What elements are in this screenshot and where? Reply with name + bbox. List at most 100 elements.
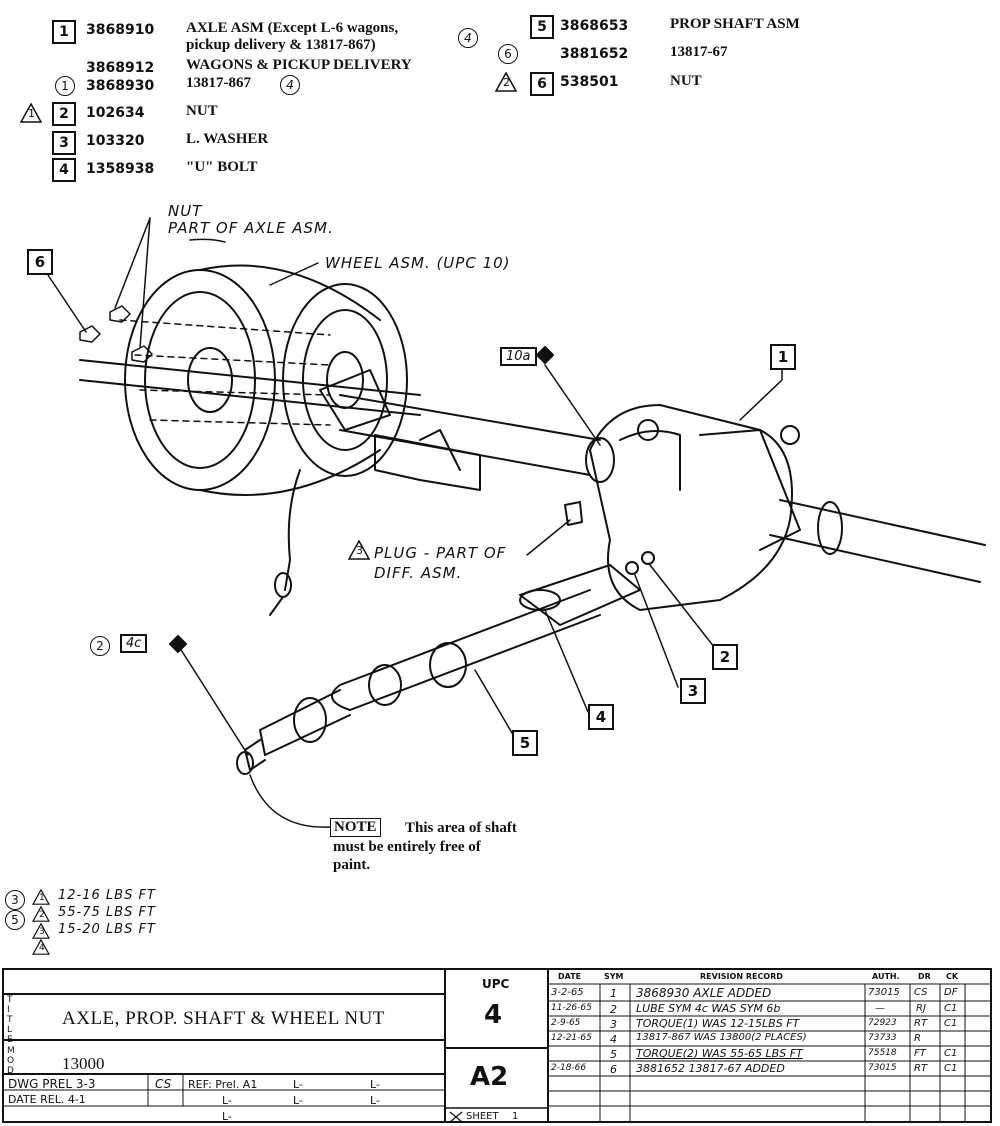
part-number: 1358938 [86,161,155,177]
brake-drum [282,283,408,477]
rev-dr: RJ [916,1003,926,1014]
part-number: 538501 [560,74,619,90]
sheet-code: A2 [470,1062,509,1092]
rev-auth: — [875,1003,885,1014]
part-number: 3868653 [560,18,629,34]
item-circle: 5 [5,910,25,930]
rev-date: 2-18-66 [551,1063,587,1073]
triangle-icon [20,103,42,123]
axle-tube-far [769,499,986,583]
item-circle: 3 [5,890,25,910]
item-circle: 2 [90,636,110,656]
rev-header-auth: AUTH. [872,972,900,981]
rev-ck: C1 [944,1063,958,1074]
axle-tube [79,359,421,416]
triangle-number: 1 [39,893,45,903]
wheel-drum-back [124,269,276,491]
slip-yoke [259,689,351,756]
rev-sym: 1 [610,987,617,1000]
item-number-box: 5 [530,15,554,39]
part-description: 13817-67 [670,44,728,60]
rev-dr: RT [914,1018,928,1029]
l-mark: L- [370,1078,380,1091]
plug-label: PLUG - PART OF [374,544,507,562]
rev-record: 13817-867 WAS 13800(2 PLACES) [636,1032,807,1043]
drawing-title: AXLE, PROP. SHAFT & WHEEL NUT [62,1008,385,1029]
triangle-icon [32,939,50,955]
rev-sym: 3 [610,1018,617,1031]
item-circle: 6 [498,44,518,64]
rev-auth: 73733 [868,1033,897,1043]
upc-number: 4 [484,1000,503,1030]
callout-3: 3 [680,678,706,704]
rev-sym: 4 [610,1033,617,1046]
nut-label: NUT [168,202,203,220]
rev-date: 12-21-65 [551,1033,592,1043]
triangle-icon [32,889,50,905]
note-line-1: This area of shaft [405,820,517,836]
wheel-nut [79,305,153,363]
l-mark: L- [222,1094,232,1107]
rev-auth: 75518 [868,1048,897,1058]
dwg-prel: DWG PREL 3-3 [8,1077,96,1091]
rev-auth: 73015 [868,987,900,998]
rev-dr: CS [914,987,928,998]
nut-part-label: PART OF AXLE ASM. [168,219,334,237]
triangle-number: 2 [39,910,45,920]
l-mark: L- [293,1078,303,1091]
torque-value: 55-75 LBS FT [58,905,156,920]
rev-sym: 5 [610,1048,617,1061]
note-label: NOTE [330,818,381,837]
dwg-initials: CS [155,1077,172,1091]
part-number: 3868912 [86,60,155,76]
rev-header-sym: SYM [604,972,624,981]
prop-shaft [339,589,601,711]
l-mark: L- [222,1110,232,1123]
rev-dr: R [914,1033,921,1044]
spring-seat [374,434,481,491]
triangle-number: 4 [39,943,45,953]
triangle-number: 3 [39,927,45,937]
wheel-label: WHEEL ASM. (UPC 10) [325,254,511,272]
item-circle: 1 [55,76,75,96]
reference-circle: 4 [280,75,300,95]
rev-sym: 6 [610,1063,617,1076]
triangle-icon [32,923,50,939]
part-description: PROP SHAFT ASM [670,16,800,32]
rev-header-ck: CK [946,972,959,981]
l-mark: L- [370,1094,380,1107]
rev-auth: 73015 [868,1063,897,1073]
rev-record: 3881652 13817-67 ADDED [636,1062,785,1075]
axle-diagram [47,217,986,828]
rev-date: 2-9-65 [551,1018,581,1028]
note-line-3: paint. [333,857,371,873]
note-line-2: must be entirely free of [333,839,481,855]
rev-ck: C1 [944,1048,958,1059]
rev-record: LUBE SYM 4c WAS SYM 6b [636,1002,781,1015]
lube-tag-10a: 10a [500,347,537,366]
mod-number: 13000 [62,1054,105,1073]
pinion-yoke [519,564,641,626]
rev-ck: C1 [944,1018,958,1029]
ref-prel: REF: Prel. A1 [188,1078,258,1091]
callout-2: 2 [712,644,738,670]
rev-dr: FT [914,1048,926,1059]
rev-ck: DF [944,987,958,998]
reference-circle: 4 [458,28,478,48]
callout-6: 6 [27,249,53,275]
triangle-number: 2 [503,76,510,89]
item-number-box: 4 [52,158,76,182]
part-description: L. WASHER [186,131,269,147]
rev-ck: C1 [944,1003,958,1014]
axle-flange [817,501,843,555]
callout-1: 1 [770,344,796,370]
rev-record: TORQUE(2) WAS 55-65 LBS FT [636,1047,803,1060]
rev-header-dr: DR [918,972,931,981]
rev-auth: 72923 [868,1018,897,1028]
rev-sym: 2 [610,1003,617,1016]
part-number: 3881652 [560,46,629,62]
plug-label-2: DIFF. ASM. [374,564,463,582]
callout-4: 4 [588,704,614,730]
part-number: 102634 [86,105,145,121]
triangle-number: 3 [356,544,363,557]
